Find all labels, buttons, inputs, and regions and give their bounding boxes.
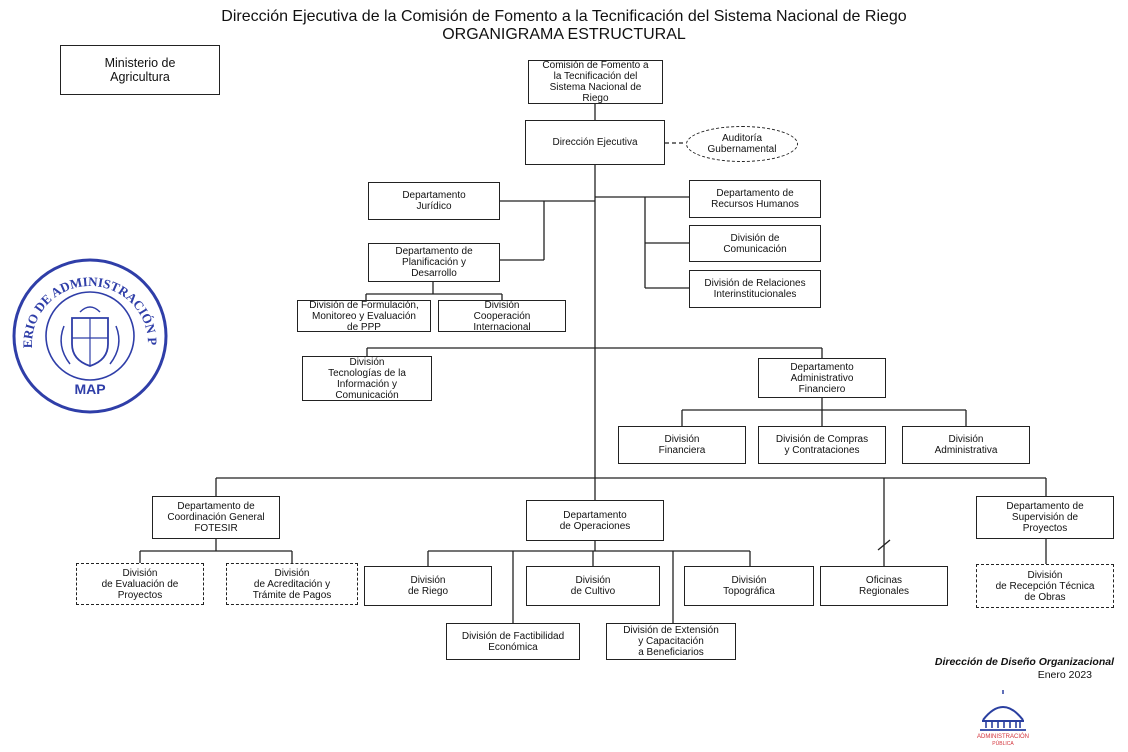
division-extension-box: División de Extensión y Capacitación a B… bbox=[606, 623, 736, 660]
seal-ring-text: MINISTERIO DE ADMINISTRACIÓN PÚBLICA bbox=[10, 256, 160, 348]
division-evaluacion-proyectos-box: División de Evaluación de Proyectos bbox=[76, 563, 204, 605]
division-compras-box: División de Compras y Contrataciones bbox=[758, 426, 886, 464]
division-formulacion-box: División de Formulación, Monitoreo y Eva… bbox=[297, 300, 431, 333]
division-financiera-box: División Financiera bbox=[618, 426, 746, 464]
departamento-juridico-box: Departamento Jurídico bbox=[368, 182, 500, 220]
division-riego-box: División de Riego bbox=[364, 566, 492, 606]
departamento-operaciones-box: Departamento de Operaciones bbox=[526, 500, 664, 541]
departamento-administrativo-financiero-box: Departamento Administrativo Financiero bbox=[758, 358, 886, 398]
logo-text-line2: PÚBLICA bbox=[992, 740, 1014, 747]
comision-box: Comisión de Fomento a la Tecnificación d… bbox=[528, 60, 663, 104]
footer-unit: Dirección de Diseño Organizacional bbox=[934, 656, 1114, 668]
chart-title: Dirección Ejecutiva de la Comisión de Fo… bbox=[221, 8, 907, 25]
svg-text:MINISTERIO DE ADMINISTRACIÓN P: MINISTERIO DE ADMINISTRACIÓN PÚBLICA bbox=[10, 256, 160, 348]
logo-text-line1: ADMINISTRACIÓN bbox=[977, 733, 1029, 740]
division-tic-box: División Tecnologías de la Información y… bbox=[302, 356, 432, 401]
division-topografica-box: División Topográfica bbox=[684, 566, 814, 606]
division-factibilidad-box: División de Factibilidad Económica bbox=[446, 623, 580, 660]
departamento-planificacion-box: Departamento de Planificación y Desarrol… bbox=[368, 243, 500, 282]
seal-acronym: MAP bbox=[74, 381, 105, 397]
division-acreditacion-box: División de Acreditación y Trámite de Pa… bbox=[226, 563, 358, 605]
division-administrativa-box: División Administrativa bbox=[902, 426, 1030, 464]
chart-subtitle: ORGANIGRAMA ESTRUCTURAL bbox=[442, 26, 686, 43]
division-comunicacion-box: División de Comunicación bbox=[689, 225, 821, 262]
division-recepcion-box: División de Recepción Técnica de Obras bbox=[976, 564, 1114, 608]
departamento-rrhh-box: Departamento de Recursos Humanos bbox=[689, 180, 821, 218]
division-cooperacion-box: División Cooperación Internacional bbox=[438, 300, 566, 333]
direccion-ejecutiva-box: Dirección Ejecutiva bbox=[525, 120, 665, 165]
ministerio-box: Ministerio de Agricultura bbox=[60, 45, 220, 95]
departamento-fotesir-box: Departamento de Coordinación General FOT… bbox=[152, 496, 280, 539]
division-relaciones-box: División de Relaciones Interinstituciona… bbox=[689, 270, 821, 308]
division-cultivo-box: División de Cultivo bbox=[526, 566, 660, 606]
footer-date: Enero 2023 bbox=[1037, 669, 1092, 681]
administracion-publica-logo-icon: ADMINISTRACIÓN PÚBLICA bbox=[977, 690, 1029, 747]
map-seal-icon: MINISTERIO DE ADMINISTRACIÓN PÚBLICA MAP bbox=[10, 256, 168, 414]
oficinas-regionales-box: Oficinas Regionales bbox=[820, 566, 948, 606]
auditoria-gubernamental-oval: Auditoría Gubernamental bbox=[686, 126, 798, 162]
departamento-supervision-box: Departamento de Supervisión de Proyectos bbox=[976, 496, 1114, 539]
